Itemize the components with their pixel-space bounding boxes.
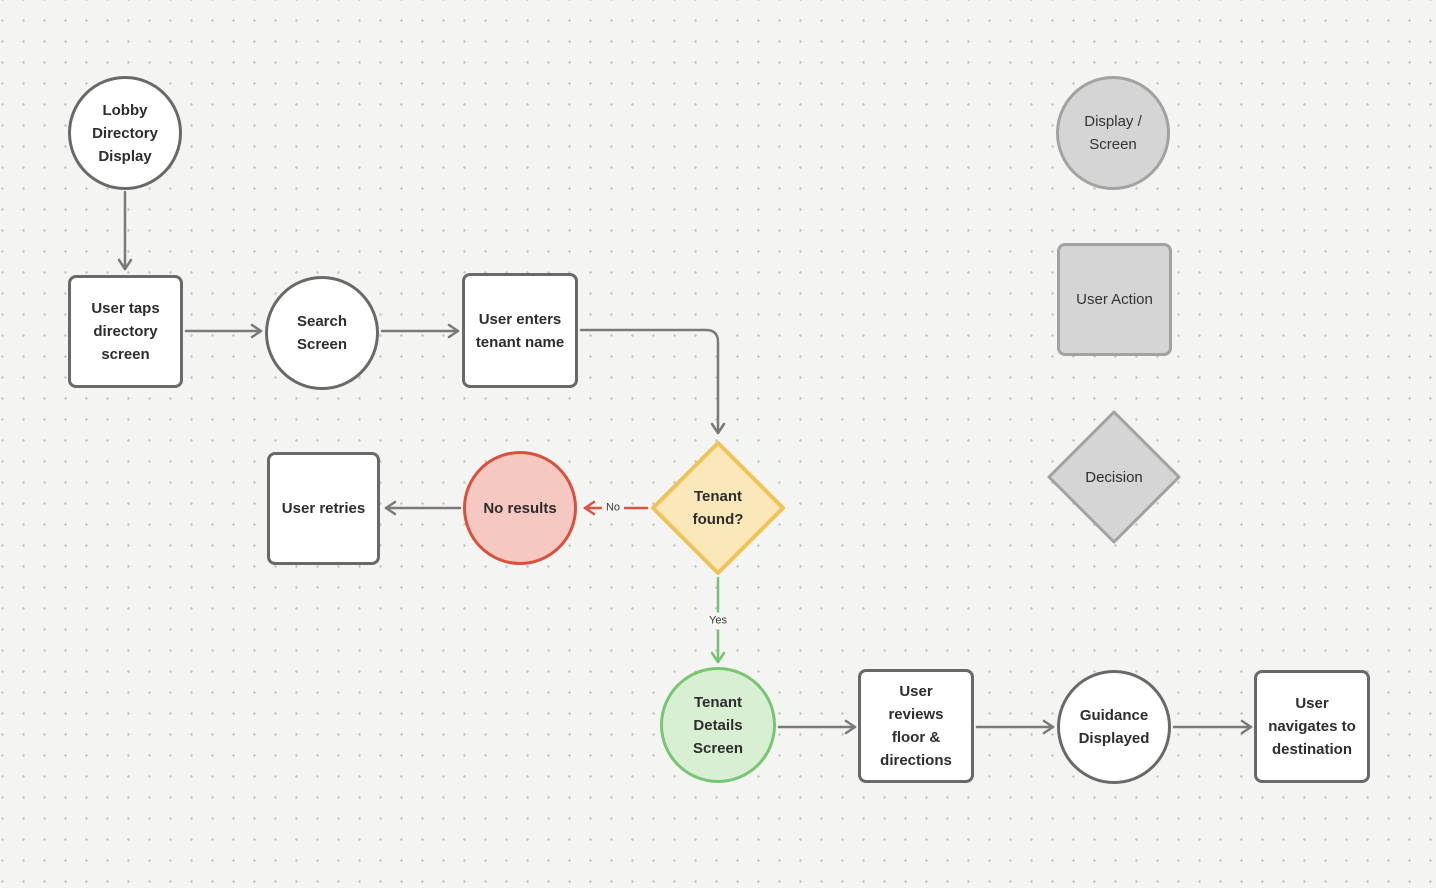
node-label: User navigates to destination (1268, 695, 1356, 758)
node-lobby-directory-display[interactable]: Lobby Directory Display (68, 76, 182, 190)
node-label: Search Screen (296, 313, 348, 353)
node-label: User reviews floor & directions (880, 683, 952, 769)
node-no-results[interactable]: No results (463, 451, 577, 565)
node-label: User retries (281, 500, 366, 517)
legend-diamond-shape (1047, 410, 1181, 544)
node-user-reviews-floor-directions[interactable]: User reviews floor & directions (858, 669, 974, 783)
node-search-screen[interactable]: Search Screen (265, 276, 379, 390)
node-tenant-details-screen[interactable]: Tenant Details Screen (660, 667, 776, 783)
node-user-taps-directory-screen[interactable]: User taps directory screen (68, 275, 183, 388)
decision-diamond-shape (651, 441, 785, 575)
node-guidance-displayed[interactable]: Guidance Displayed (1057, 670, 1171, 784)
node-label: User enters tenant name (475, 310, 565, 351)
node-tenant-found-decision[interactable]: Tenant found? (649, 439, 787, 577)
legend-label: User Action (1076, 291, 1153, 308)
node-user-navigates-to-destination[interactable]: User navigates to destination (1254, 670, 1370, 783)
legend-display-screen[interactable]: Display / Screen (1056, 76, 1170, 190)
node-user-retries[interactable]: User retries (267, 452, 380, 565)
node-label: Tenant found? (692, 488, 744, 528)
edge-label-yes[interactable]: Yes (705, 612, 731, 630)
legend-label: Display / Screen (1084, 113, 1142, 153)
legend-label: Decision (1085, 468, 1143, 486)
node-label: Guidance Displayed (1078, 707, 1150, 747)
node-user-enters-tenant-name[interactable]: User enters tenant name (462, 273, 578, 388)
edge-label-no[interactable]: No (601, 499, 625, 517)
connector-enters-to-decision[interactable] (579, 328, 726, 435)
node-label: Tenant Details Screen (692, 693, 744, 757)
legend-decision[interactable]: Decision (1045, 408, 1183, 546)
node-label: No results (483, 499, 557, 517)
node-label: Lobby Directory Display (92, 101, 158, 165)
legend-user-action[interactable]: User Action (1057, 243, 1172, 356)
node-label: User taps directory screen (91, 300, 160, 363)
